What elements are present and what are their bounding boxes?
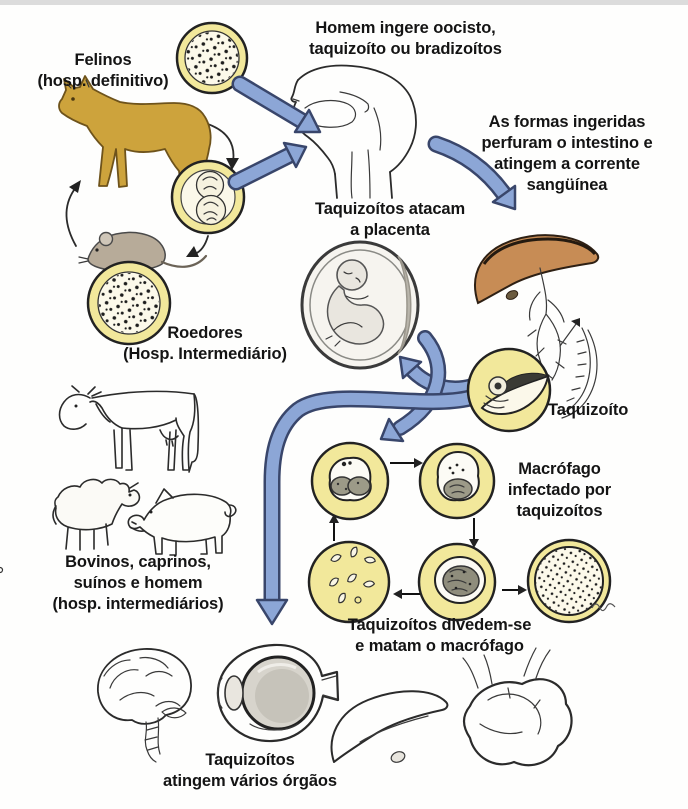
macrophage-cycle-arrows — [329, 458, 527, 599]
label-formas-ingeridas: As formas ingeridas perfuram o intestino… — [481, 113, 653, 194]
oocyst-rodent-icon — [86, 260, 172, 346]
mouse-drawing — [78, 231, 208, 280]
macrophage-cycle — [0, 441, 497, 624]
arrow-throat-to-liver — [427, 135, 517, 211]
liver-outline-drawing — [330, 690, 449, 763]
arrow-oocyst-to-mouth — [231, 75, 322, 134]
tissue-cyst-icon — [526, 538, 616, 624]
scan-border — [0, 0, 688, 5]
eye-drawing — [216, 643, 340, 743]
label-bovinos-caprinos: Bovinos, caprinos, suínos e homem (hosp.… — [52, 553, 224, 613]
sheep-drawing — [52, 478, 141, 551]
oocyst-sporulated-icon — [175, 21, 249, 95]
arrow-cat-oocyst-to-mouth — [227, 141, 308, 191]
pig-drawing — [127, 488, 237, 556]
label-taquizoito: Taquizoíto — [548, 401, 629, 419]
oocyst-cat-icon — [170, 159, 246, 235]
label-taquizoitos-dividem: Taquizoítos divedem-se e matam o macrófa… — [347, 616, 532, 655]
liver-drawing — [474, 234, 600, 419]
fetus-drawing — [300, 240, 420, 370]
label-taquizoitos-orgaos: Taquizoítos atingem vários órgãos — [163, 751, 337, 790]
cow-drawing — [58, 385, 200, 473]
heart-drawing — [462, 647, 573, 767]
human-head-drawing — [290, 64, 417, 199]
label-roedores: Roedores (Hosp. Intermediário) — [123, 324, 287, 363]
free-tachyzoites — [0, 546, 376, 604]
label-macrofago-infectado: Macrófago infectado por taquizoítos — [507, 460, 612, 520]
label-taquizoitos-placenta: Taquizoítos atacam a placenta — [314, 200, 466, 239]
arrow-to-macrophage — [379, 330, 447, 443]
brain-drawing — [97, 648, 192, 763]
tachyzoite-icon — [466, 347, 552, 433]
artist-signature — [591, 603, 616, 612]
label-homem-ingere: Homem ingere oocisto, taquizoíto ou brad… — [309, 19, 502, 58]
arrow-to-organs — [255, 389, 479, 626]
label-felinos: Felinos (hosp. definitivo) — [37, 51, 169, 90]
